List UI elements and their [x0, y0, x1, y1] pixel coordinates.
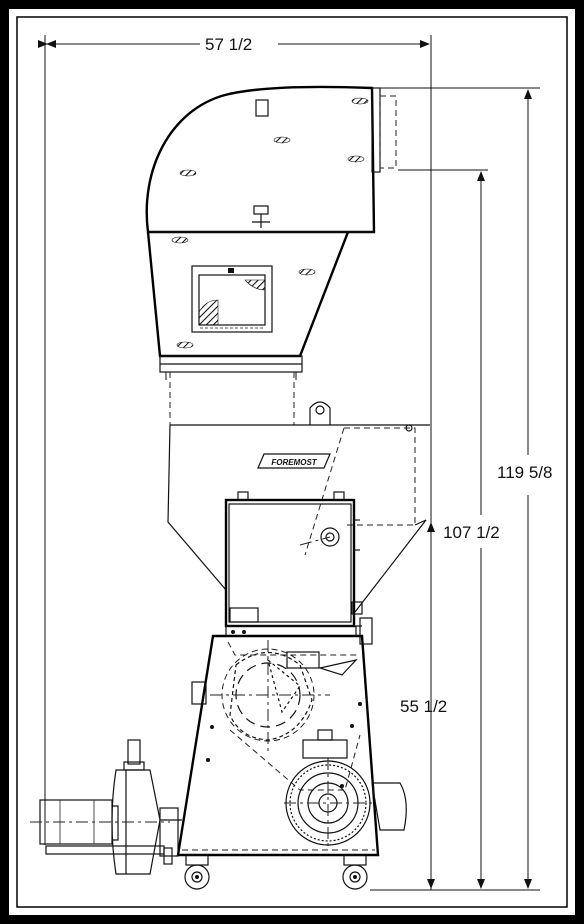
inner-border	[16, 16, 568, 908]
caster-left	[184, 854, 210, 890]
lifting-eye	[309, 401, 331, 425]
side-latch	[359, 617, 373, 645]
nameplate: FOREMOST	[257, 453, 331, 469]
dim-label-feed-height: 55 1/2	[400, 697, 447, 716]
control-cabinet	[224, 491, 363, 628]
dim-label-hood-height: 107 1/2	[443, 523, 500, 542]
nameplate-brand: FOREMOST	[271, 458, 317, 467]
cutting-chamber	[210, 640, 330, 752]
dimension-hood-height: 107 1/2	[398, 169, 500, 889]
hood-handle	[252, 205, 270, 228]
frame-bolts	[206, 630, 362, 788]
dimension-feed-height: 55 1/2	[400, 522, 447, 889]
infeed-throat: FOREMOST	[167, 372, 430, 613]
drive-pulley	[284, 729, 407, 848]
base-frame	[176, 617, 380, 857]
dim-label-overall-height: 119 5/8	[497, 463, 552, 482]
frame-handle	[191, 681, 207, 705]
lower-hopper	[146, 231, 350, 380]
caster-right	[342, 854, 368, 890]
viewing-window	[191, 265, 273, 333]
hood	[145, 85, 397, 349]
dimension-overall-width: 57 1/2	[38, 35, 432, 890]
hood-latch-top	[255, 99, 269, 117]
hood-bolts	[171, 97, 369, 349]
cabinet-switch	[299, 527, 340, 547]
dimension-overall-height: 119 5/8	[370, 87, 552, 891]
blower-assembly	[30, 739, 182, 875]
cabinet-label-plate	[229, 607, 259, 623]
dim-label-overall-width: 57 1/2	[205, 35, 252, 54]
